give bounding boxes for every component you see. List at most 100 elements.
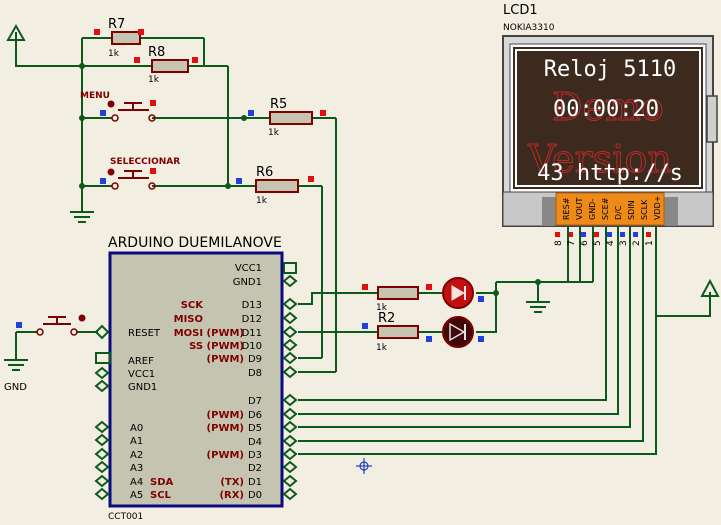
r7-name: R7 xyxy=(108,17,125,32)
arduino-pin-markers xyxy=(94,262,298,501)
pin-d12: D12 xyxy=(242,314,262,325)
r7-value: 1k xyxy=(108,49,120,59)
pin-d6: D6 xyxy=(248,410,262,421)
lcd-pin-num-8: 8 xyxy=(554,240,564,246)
arduino-right-funcs: SCK MISO MOSI (PWM) SS (PWM) (PWM) (PWM)… xyxy=(174,300,244,501)
pin-a5: A5 xyxy=(130,490,143,501)
lcd-pin-num-6: 6 xyxy=(580,240,590,246)
func-pwm-d6: (PWM) xyxy=(207,410,244,421)
reset-button[interactable] xyxy=(36,314,86,336)
lcd-overlay-version: Version xyxy=(527,137,672,181)
pin-d7: D7 xyxy=(248,396,262,407)
pin-d8: D8 xyxy=(248,368,262,379)
lcd-designator: LCD1 xyxy=(503,3,538,18)
func-sda: SDA xyxy=(150,477,174,488)
pin-d0: D0 xyxy=(248,490,262,501)
func-rx: (RX) xyxy=(219,490,244,501)
arduino-title: ARDUINO DUEMILANOVE xyxy=(108,235,282,251)
ground-symbol-reset xyxy=(4,359,28,371)
lcd-pin-dc: D/C xyxy=(614,205,623,220)
select-button[interactable]: SELECCIONAR xyxy=(107,157,181,190)
lcd-module[interactable]: LCD1 NOKIA3310 xyxy=(502,3,718,227)
arduino-left-funcs: SDA SCL xyxy=(150,477,174,501)
pin-state-markers xyxy=(16,29,651,342)
r8-name: R8 xyxy=(148,45,165,60)
resistor-r6[interactable]: R6 1k xyxy=(255,165,299,206)
resistor-r2[interactable]: R2 1k xyxy=(376,311,419,353)
lcd-pin-sclk: SCLK xyxy=(640,199,649,220)
lcd-pin-num-2: 2 xyxy=(632,240,642,246)
func-pwm-d5: (PWM) xyxy=(207,423,244,434)
func-mosi: MOSI (PWM) xyxy=(174,328,244,339)
menu-label: MENU xyxy=(80,91,110,101)
func-sck: SCK xyxy=(181,300,205,311)
lcd-pin-vout: VOUT xyxy=(575,198,584,220)
func-miso: MISO xyxy=(174,314,203,325)
select-label: SELECCIONAR xyxy=(110,157,180,167)
r5-value: 1k xyxy=(268,128,280,138)
power-symbol-right xyxy=(700,278,720,297)
lcd-line-1: Reloj 5110 xyxy=(544,57,676,82)
r6-name: R6 xyxy=(256,165,273,180)
arduino-designator: CCT001 xyxy=(108,512,143,522)
pin-d9: D9 xyxy=(248,354,262,365)
pin-d5: D5 xyxy=(248,423,262,434)
ground-symbol-led xyxy=(526,301,550,313)
wires xyxy=(15,32,711,455)
pin-d3: D3 xyxy=(248,450,262,461)
pin-vcc1-left: VCC1 xyxy=(128,369,155,380)
pin-a4: A4 xyxy=(130,477,143,488)
lcd-pin-num-3: 3 xyxy=(619,240,629,246)
pin-d10: D10 xyxy=(242,341,262,352)
lcd-pin-header xyxy=(555,192,665,226)
lcd-pin-res: RES# xyxy=(562,197,571,220)
pin-gnd1-left: GND1 xyxy=(128,382,157,393)
resistor-r7[interactable]: R7 1k xyxy=(108,17,141,59)
lcd-model: NOKIA3310 xyxy=(503,23,555,33)
pin-reset: RESET xyxy=(128,328,161,339)
r6-value: 1k xyxy=(256,196,268,206)
lcd-pin-sdin: SDIN xyxy=(627,200,636,220)
lcd-pin-leads xyxy=(567,226,657,248)
lcd-pin-vdd: VDD+ xyxy=(653,196,662,221)
r-led1-value: 1k xyxy=(376,303,388,313)
resistor-r8[interactable]: R8 1k xyxy=(148,45,189,85)
power-symbol-left xyxy=(6,23,26,41)
lcd-pin-num-1: 1 xyxy=(645,240,655,246)
lcd-pin-numbers: 8 7 6 5 4 3 2 1 xyxy=(554,240,655,246)
lcd-pin-sce: SCE# xyxy=(601,197,610,220)
lcd-pin-num-5: 5 xyxy=(593,240,603,246)
func-scl: SCL xyxy=(150,490,172,501)
resistor-r5[interactable]: R5 1k xyxy=(268,97,313,138)
pin-a1: A1 xyxy=(130,436,143,447)
func-tx: (TX) xyxy=(220,477,244,488)
arduino-board[interactable]: ARDUINO DUEMILANOVE CCT001 xyxy=(108,235,284,522)
gnd-label: GND xyxy=(4,382,27,393)
pin-a2: A2 xyxy=(130,450,143,461)
pin-d2: D2 xyxy=(248,463,262,474)
pin-d13: D13 xyxy=(242,300,262,311)
r2-value: 1k xyxy=(376,343,388,353)
lcd-line-2: 00:00:20 xyxy=(553,97,659,122)
lcd-pin-names: RES# VOUT GND- SCE# D/C SDIN SCLK VDD+ xyxy=(562,196,662,221)
func-ss: SS (PWM) xyxy=(189,341,244,352)
r5-name: R5 xyxy=(270,97,287,112)
menu-button[interactable]: MENU xyxy=(80,91,156,122)
resistor-led1[interactable]: 1k xyxy=(376,286,419,313)
r8-value: 1k xyxy=(148,75,160,85)
pin-aref: AREF xyxy=(128,356,154,367)
led-dark[interactable] xyxy=(442,316,474,348)
pin-d11: D11 xyxy=(242,328,262,339)
lcd-screen: Demo Version Reloj 5110 00:00:20 43 http… xyxy=(527,57,683,186)
pin-a0: A0 xyxy=(130,423,143,434)
r2-name: R2 xyxy=(378,311,395,326)
pin-d1: D1 xyxy=(248,477,262,488)
lcd-pin-gnd: GND- xyxy=(588,199,597,220)
crosshair-cursor-icon xyxy=(356,458,372,474)
arduino-right-pins: VCC1 GND1 D13 D12 D11 D10 D9 D8 D7 D6 D5… xyxy=(233,263,262,501)
arduino-left-pins: RESET AREF VCC1 GND1 A0 A1 A2 A3 A4 A5 xyxy=(128,328,161,501)
led-red[interactable] xyxy=(442,277,474,309)
pin-d4: D4 xyxy=(248,437,262,448)
